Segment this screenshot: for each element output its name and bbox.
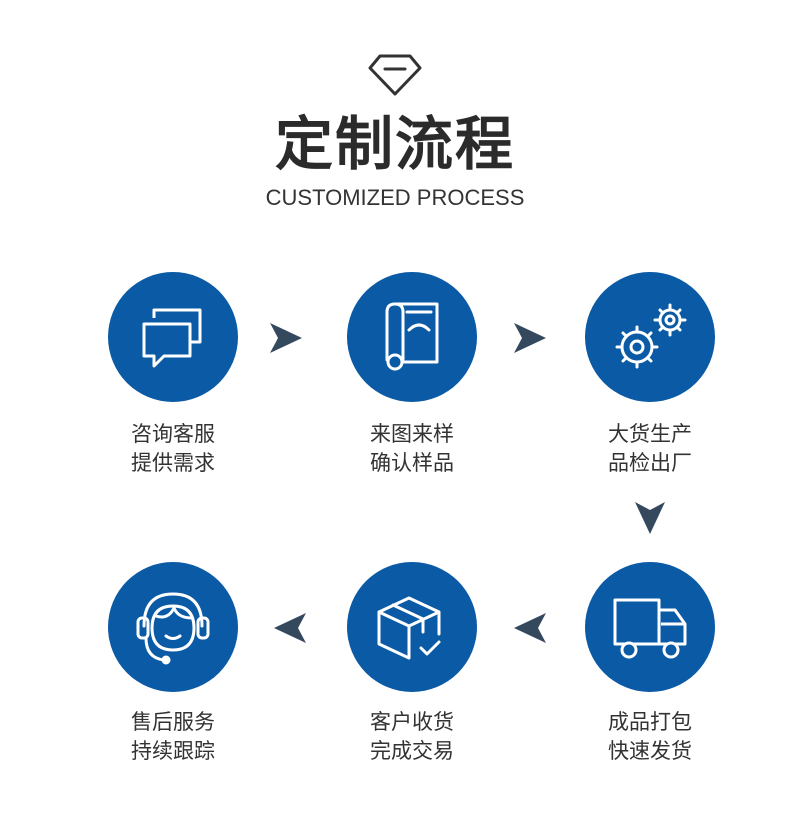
arrow-down-icon <box>632 500 668 536</box>
header: 定制流程 CUSTOMIZED PROCESS <box>0 0 790 230</box>
step-3-line1: 大货生产 <box>608 422 692 446</box>
step-4-line2: 快速发货 <box>608 739 692 763</box>
step-3-label: 大货生产 品检出厂 <box>550 420 750 478</box>
step-6-line1: 售后服务 <box>131 710 215 734</box>
step-5-circle <box>347 562 477 692</box>
step-6-label: 售后服务 持续跟踪 <box>73 708 273 766</box>
step-4-circle <box>585 562 715 692</box>
step-6-circle <box>108 562 238 692</box>
step-5-line1: 客户收货 <box>370 710 454 734</box>
step-3-line2: 品检出厂 <box>608 451 692 475</box>
arrow-right-icon <box>512 320 548 356</box>
arrow-right-icon <box>268 320 304 356</box>
headset-agent-icon <box>136 592 210 665</box>
step-5-label: 客户收货 完成交易 <box>312 708 512 766</box>
step-2-label: 来图来样 确认样品 <box>312 420 512 478</box>
blueprint-scroll-icon <box>385 302 439 371</box>
arrow-left-icon <box>272 610 308 646</box>
package-check-icon <box>377 596 441 660</box>
step-1-line2: 提供需求 <box>131 451 215 475</box>
page-subtitle: CUSTOMIZED PROCESS <box>265 185 525 210</box>
chat-bubbles-icon <box>142 308 202 368</box>
arrow-left-icon <box>512 610 548 646</box>
gears-icon <box>615 303 687 369</box>
diamond-icon <box>368 54 422 96</box>
step-5-line2: 完成交易 <box>370 739 454 763</box>
step-4-label: 成品打包 快速发货 <box>550 708 750 766</box>
step-2-line1: 来图来样 <box>370 422 454 446</box>
step-3-circle <box>585 272 715 402</box>
step-1-line1: 咨询客服 <box>131 422 215 446</box>
step-4-line1: 成品打包 <box>608 710 692 734</box>
step-6-line2: 持续跟踪 <box>131 739 215 763</box>
step-2-circle <box>347 272 477 402</box>
step-1-circle <box>108 272 238 402</box>
step-2-line2: 确认样品 <box>370 451 454 475</box>
page-title: 定制流程 <box>274 110 515 178</box>
delivery-truck-icon <box>613 598 687 659</box>
step-1-label: 咨询客服 提供需求 <box>73 420 273 478</box>
